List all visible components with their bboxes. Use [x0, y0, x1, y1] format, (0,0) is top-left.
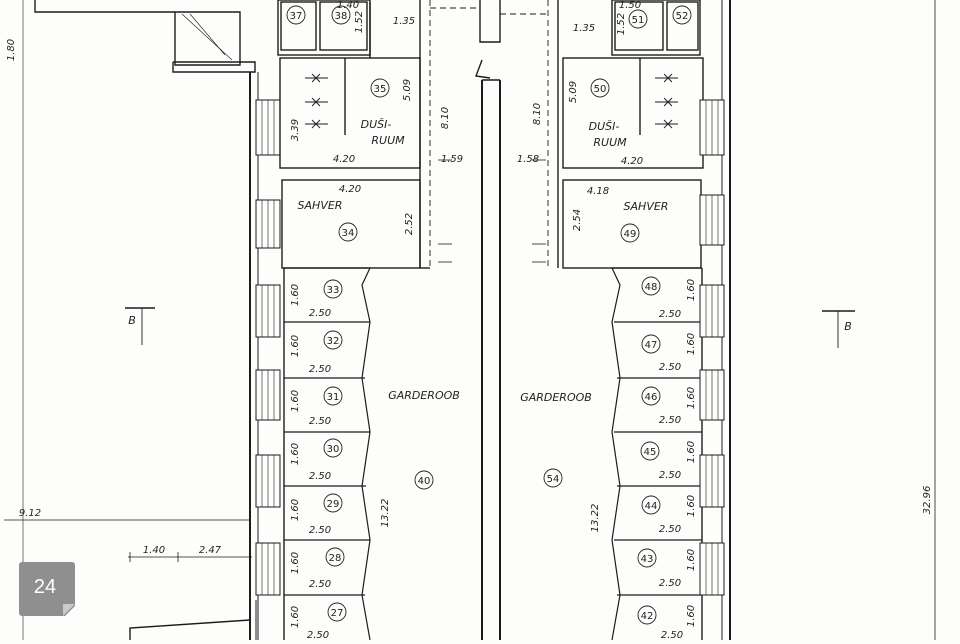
room-number-37: 37	[290, 11, 303, 22]
cabin-number: 46	[645, 392, 658, 403]
wall-lines	[4, 0, 936, 641]
shower-label-line2: RUUM	[371, 134, 405, 147]
cabin-number: 27	[331, 608, 344, 619]
right-side-dimension: 32.96	[922, 486, 933, 515]
cabin-number: 33	[327, 285, 340, 296]
cabin-height: 1.60	[290, 499, 301, 521]
cabin-width: 2.50	[659, 470, 681, 481]
room-number-40: 40	[418, 476, 431, 487]
cabin-number: 47	[645, 340, 658, 351]
right-shower-label-line2: RUUM	[593, 136, 627, 149]
cabin-width: 2.50	[659, 362, 681, 373]
room-number-52: 52	[676, 11, 689, 22]
right-sauna-side-dim: 2.54	[572, 209, 583, 231]
cabin-height: 1.60	[290, 335, 301, 357]
cabin-width: 2.50	[309, 364, 331, 375]
toilet-51-width: 1.50	[619, 0, 641, 11]
left-cabins: 33 2.50 1.60 32 2.50 1.60 31 2.50 1.60 3…	[290, 284, 344, 641]
right-cloakroom-label: GARDEROOB	[520, 391, 592, 404]
cabin-width: 2.50	[659, 415, 681, 426]
shower-label-line1: DUŠI-	[361, 118, 392, 131]
cabin-number: 30	[327, 444, 340, 455]
cabin-width: 2.50	[309, 471, 331, 482]
cabin-width: 2.50	[659, 524, 681, 535]
cabin-width: 2.50	[309, 525, 331, 536]
left-corridor-width: 1.59	[441, 154, 463, 165]
badge-fold-shade	[63, 604, 75, 616]
sauna-side-dim: 2.52	[404, 213, 415, 235]
left-corridor-length: 8.10	[440, 107, 451, 129]
cabin-height: 1.60	[686, 279, 697, 301]
cabin-height: 1.60	[686, 605, 697, 627]
toilet-38-width: 1.40	[337, 0, 359, 11]
cabin-height: 1.60	[686, 387, 697, 409]
right-corridor-length: 8.10	[532, 103, 543, 125]
right-cloakroom-length: 13.22	[590, 504, 601, 533]
cabin-height: 1.60	[686, 549, 697, 571]
cabin-number: 42	[641, 611, 654, 622]
right-sauna-label: SAHVER	[624, 200, 669, 213]
cabin-number: 45	[644, 447, 657, 458]
cabin-number: 31	[327, 392, 340, 403]
right-shower-inner-dim: 5.09	[568, 81, 579, 103]
shower-inner-dim: 5.09	[402, 79, 413, 101]
cabin-number: 28	[329, 553, 342, 564]
cabin-height: 1.60	[686, 333, 697, 355]
right-sauna-top-dim: 4.18	[587, 186, 609, 197]
right-shower-label-line1: DUŠI-	[589, 120, 620, 133]
toilet-38-height: 1.52	[354, 11, 365, 33]
cabin-width: 2.50	[307, 630, 329, 640]
left-mid-dimension: 9.12	[19, 508, 41, 519]
room-number-51: 51	[632, 15, 645, 26]
cabin-height: 1.60	[686, 441, 697, 463]
room-number-49: 49	[624, 229, 637, 240]
shower-bottom-dim: 4.20	[333, 154, 355, 165]
cabin-width: 2.50	[309, 579, 331, 590]
bottom-dimension-a: 1.40	[143, 545, 165, 556]
badge-number: 24	[33, 576, 57, 598]
page-number-badge: 24	[19, 562, 77, 618]
section-mark-left: B	[128, 314, 136, 327]
cabin-height: 1.60	[290, 284, 301, 306]
cabin-height: 1.60	[290, 552, 301, 574]
cabin-width: 2.50	[309, 416, 331, 427]
right-corridor-width: 1.58	[517, 154, 539, 165]
room-number-54: 54	[547, 474, 560, 485]
cabin-number: 32	[327, 336, 340, 347]
cabin-number: 29	[327, 499, 340, 510]
cabin-number: 43	[641, 554, 654, 565]
cabin-height: 1.60	[290, 390, 301, 412]
bottom-dimension-b: 2.47	[199, 545, 222, 556]
right-shower-bottom-dim: 4.20	[621, 156, 643, 167]
room-number-50: 50	[594, 84, 607, 95]
room-number-35: 35	[374, 84, 387, 95]
room-number-34: 34	[342, 228, 355, 239]
right-shower-top-dim: 1.35	[573, 23, 595, 34]
room-number-circles	[286, 5, 692, 625]
section-mark-right: B	[844, 320, 852, 333]
cabin-width: 2.50	[661, 630, 683, 640]
toilet-51-height: 1.52	[616, 13, 627, 35]
sauna-top-dim: 4.20	[339, 184, 361, 195]
cabin-height: 1.60	[290, 606, 301, 628]
cabin-width: 2.50	[659, 578, 681, 589]
cabin-width: 2.50	[309, 308, 331, 319]
right-cabins: 48 2.50 1.60 47 2.50 1.60 46 2.50 1.60 4…	[641, 279, 697, 641]
left-cloakroom-length: 13.22	[380, 499, 391, 528]
cabin-number: 44	[645, 501, 658, 512]
cabin-height: 1.60	[290, 443, 301, 465]
shower-side-dim: 3.39	[290, 119, 301, 141]
cabin-height: 1.60	[686, 495, 697, 517]
sauna-label: SAHVER	[298, 199, 343, 212]
room-number-38: 38	[335, 11, 348, 22]
cabin-number: 48	[645, 282, 658, 293]
cabin-width: 2.50	[659, 309, 681, 320]
left-cloakroom-label: GARDEROOB	[388, 389, 460, 402]
shower-top-dim: 1.35	[393, 16, 415, 27]
left-top-dimension: 1.80	[6, 39, 17, 61]
